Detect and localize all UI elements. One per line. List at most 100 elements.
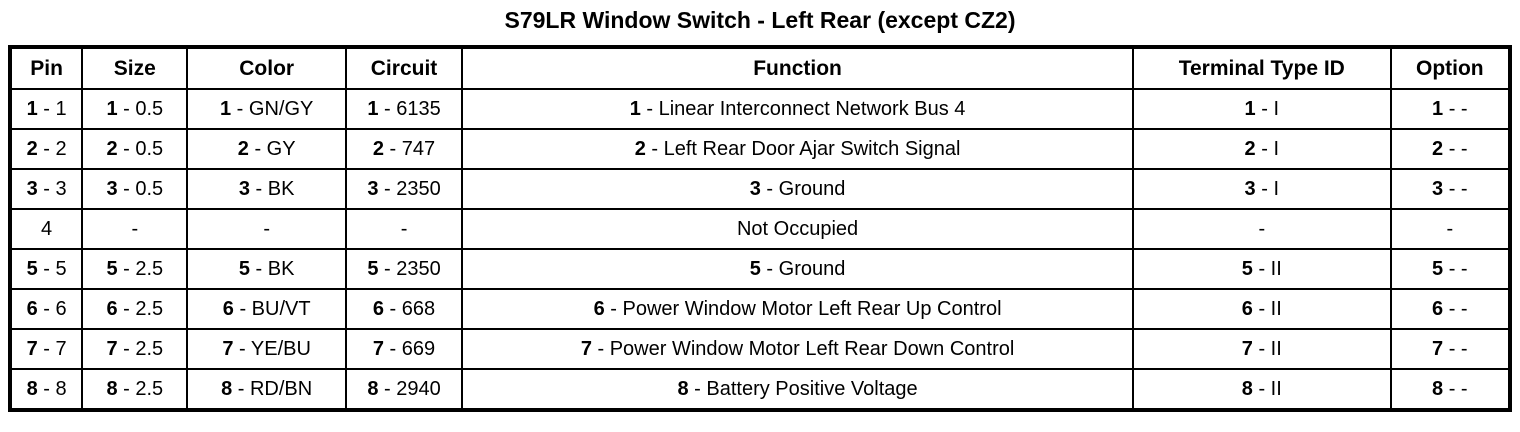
table-cell: 5 - 5: [8, 248, 84, 290]
pin-number: 8: [1241, 377, 1253, 400]
table-cell: Not Occupied: [461, 208, 1134, 250]
pin-number: 6: [106, 297, 118, 320]
table-cell: 7 - 669: [344, 328, 464, 370]
table-cell: 8 - II: [1131, 368, 1392, 411]
pin-number: 1: [1432, 97, 1444, 120]
table-cell: 5 - Ground: [461, 248, 1134, 290]
table-cell: 6 - 6: [8, 288, 84, 330]
pin-number: 7: [372, 337, 384, 360]
pin-number: 6: [1241, 297, 1253, 320]
table-cell: 3 - 0.5: [81, 168, 189, 210]
pin-number: 5: [26, 257, 38, 280]
table-cell: 4: [8, 208, 84, 250]
pin-number: 1: [367, 97, 379, 120]
table-cell: 1 - 0.5: [81, 88, 189, 130]
table-cell: 6 - 668: [344, 288, 464, 330]
pin-number: 3: [1244, 177, 1256, 200]
pin-number: 3: [106, 177, 118, 200]
pin-number: 3: [238, 177, 250, 200]
column-header: Terminal Type ID: [1131, 46, 1392, 90]
pin-number: 6: [372, 297, 384, 320]
table-cell: 1 - 1: [8, 88, 84, 130]
column-header: Pin: [8, 46, 84, 90]
table-cell: 1 - Linear Interconnect Network Bus 4: [461, 88, 1134, 130]
pin-number: 1: [219, 97, 232, 120]
table-cell: 8 - 8: [8, 368, 84, 411]
pin-number: 2: [1244, 137, 1256, 160]
table-cell: 6 - Power Window Motor Left Rear Up Cont…: [461, 288, 1134, 330]
pin-number: 3: [749, 177, 761, 200]
pin-number: 7: [26, 337, 38, 360]
column-header: Circuit: [344, 46, 464, 90]
column-header: Option: [1389, 46, 1512, 90]
pin-number: 2: [26, 137, 38, 160]
table-cell: 3 - 3: [8, 168, 84, 210]
pin-number: 8: [26, 377, 38, 400]
table-cell: 2 - GY: [186, 128, 347, 170]
pin-number: 5: [367, 257, 379, 280]
pin-number: 6: [26, 297, 38, 320]
table-cell: 5 - II: [1131, 248, 1392, 290]
table-cell: 6 - BU/VT: [186, 288, 347, 330]
table-cell: 8 - RD/BN: [186, 368, 347, 411]
pin-number: 8: [1432, 377, 1444, 400]
table-cell: 8 - -: [1389, 368, 1512, 411]
pin-number: 8: [221, 377, 233, 400]
pin-number: 7: [1432, 337, 1444, 360]
table-cell: 1 - GN/GY: [186, 88, 347, 130]
table-cell: 3 - Ground: [461, 168, 1134, 210]
table-cell: 7 - II: [1131, 328, 1392, 370]
table-cell: 2 - 0.5: [81, 128, 189, 170]
table-cell: 3 - I: [1131, 168, 1392, 210]
pin-number: 7: [580, 337, 592, 360]
table-cell: 3 - 2350: [344, 168, 464, 210]
table-cell: 3 - -: [1389, 168, 1512, 210]
table-cell: -: [1389, 208, 1512, 250]
table-cell: 2 - 2: [8, 128, 84, 170]
pin-number: 5: [238, 257, 250, 280]
pin-number: 8: [367, 377, 379, 400]
column-header: Function: [461, 46, 1134, 90]
table-cell: -: [344, 208, 464, 250]
pin-number: 5: [1241, 257, 1253, 280]
pin-number: 6: [593, 297, 605, 320]
pin-number: 3: [26, 177, 38, 200]
pin-number: 2: [106, 137, 118, 160]
pin-number: 7: [1241, 337, 1253, 360]
pin-number: 1: [1244, 97, 1256, 120]
pin-number: 3: [1432, 177, 1444, 200]
pin-number: 1: [629, 97, 641, 120]
table-cell: 7 - -: [1389, 328, 1512, 370]
table-cell: 5 - 2.5: [81, 248, 189, 290]
table-cell: -: [1131, 208, 1392, 250]
pin-number: 2: [372, 137, 384, 160]
column-header: Color: [186, 46, 347, 90]
table-cell: 1 - I: [1131, 88, 1392, 130]
table-cell: 8 - 2.5: [81, 368, 189, 411]
table-cell: 6 - II: [1131, 288, 1392, 330]
table-cell: 8 - 2940: [344, 368, 464, 411]
pin-number: 1: [106, 97, 118, 120]
pin-number: 6: [222, 297, 234, 320]
table-cell: 5 - BK: [186, 248, 347, 290]
page-title: S79LR Window Switch - Left Rear (except …: [504, 7, 1016, 33]
table-cell: 8 - Battery Positive Voltage: [461, 368, 1134, 411]
table-cell: -: [81, 208, 189, 250]
table-cell: 2 - I: [1131, 128, 1392, 170]
pin-number: 2: [1432, 137, 1444, 160]
table-cell: 1 - 6135: [344, 88, 464, 130]
table-cell: 1 - -: [1389, 88, 1512, 130]
table-cell: 3 - BK: [186, 168, 347, 210]
pin-number: 2: [634, 137, 646, 160]
pin-number: 8: [106, 377, 118, 400]
